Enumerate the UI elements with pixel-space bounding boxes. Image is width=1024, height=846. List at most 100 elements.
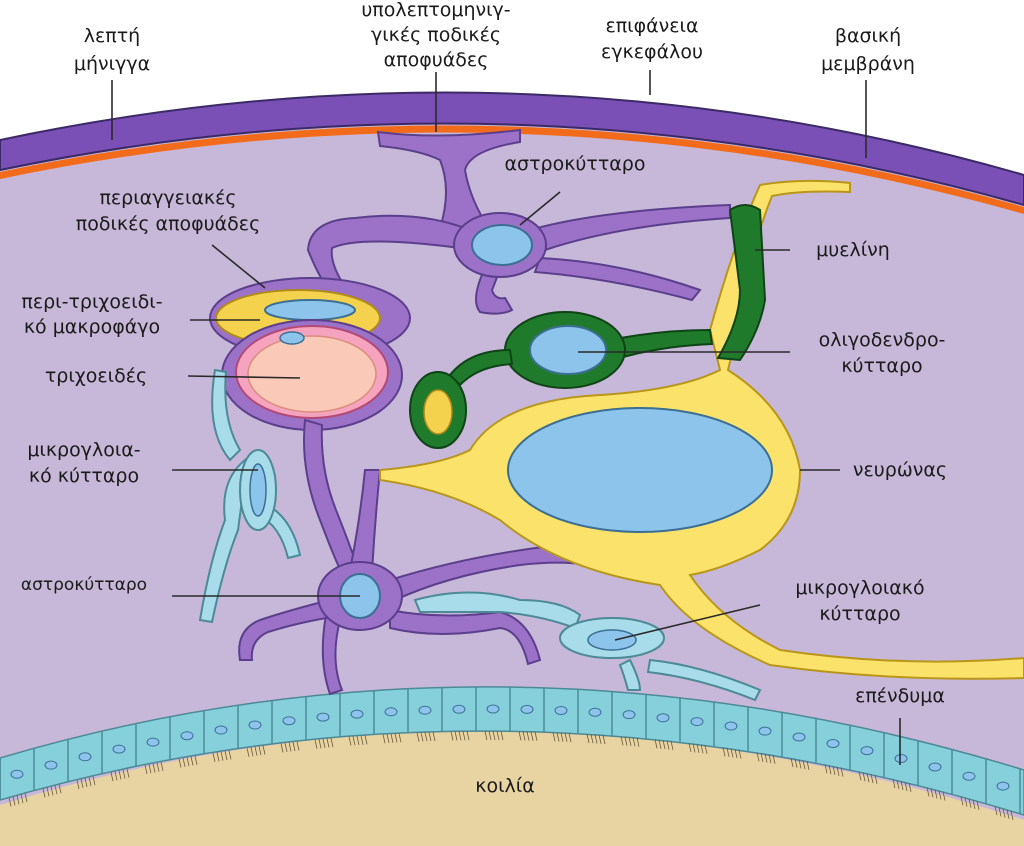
- ependyma-cilium: [688, 742, 692, 753]
- ependyma-cilium: [564, 732, 568, 742]
- ependyma-cilium: [492, 730, 496, 741]
- labels: λεπτή μήνιγγα υπολεπτομηνιγ- γικές ποδικ…: [21, 0, 947, 797]
- ependyma-cilium: [8, 797, 12, 807]
- ependyma-cilium: [122, 769, 126, 779]
- ependyma-cilium: [794, 758, 798, 768]
- ependyma-cilium: [254, 746, 258, 756]
- ependyma-cilium: [424, 732, 428, 742]
- ependyma-cell-nucleus: [588, 707, 602, 717]
- ependyma-cilium: [144, 764, 148, 775]
- ependyma-cell-nucleus: [316, 712, 330, 722]
- ependyma-cilium: [224, 750, 228, 761]
- ependyma-cilium: [80, 778, 84, 789]
- ependyma-cilium: [92, 776, 96, 786]
- ependyma-cilium: [926, 787, 930, 797]
- ependyma-cilium: [496, 731, 500, 741]
- ependyma-cilium: [126, 768, 130, 778]
- microglia-right: [413, 591, 762, 702]
- ependyma-cell-nucleus: [418, 705, 432, 715]
- ependyma-cilium: [280, 743, 284, 753]
- ependyma-cilium: [602, 734, 606, 745]
- ependyma-cilium: [560, 732, 564, 742]
- ependyma-cilium: [250, 747, 254, 757]
- ependyma-cilium: [734, 748, 738, 759]
- ependyma-cilium: [262, 745, 266, 755]
- label-ependyma: επένδυμα: [855, 685, 945, 707]
- ependyma-cilium: [670, 740, 674, 751]
- ependyma-cilium: [156, 762, 160, 772]
- ependyma-cilium: [658, 739, 662, 749]
- ventricle-region: [0, 731, 1024, 846]
- label-microglia-right-1: μικρογλοιακό: [795, 577, 924, 599]
- ependyma-cilium: [654, 739, 658, 749]
- ependyma-cilium: [1010, 810, 1014, 821]
- ependyma-cilium: [768, 754, 772, 764]
- ependyma-cilium: [450, 731, 454, 741]
- ependyma-cilium: [994, 806, 998, 816]
- ependyma-cilium: [798, 759, 802, 769]
- ependyma-cilium: [790, 757, 794, 768]
- ependyma-cilium: [628, 736, 632, 747]
- ependyma-cilium: [46, 787, 50, 797]
- ependyma-cilium: [88, 777, 92, 787]
- ependyma-cilium: [432, 731, 436, 741]
- ependyma-cilium: [326, 738, 330, 748]
- ependyma-cilium: [296, 741, 300, 751]
- ependyma-cilium: [874, 774, 878, 784]
- ependyma-cilium: [824, 764, 828, 774]
- ependyma-cilium: [228, 750, 232, 760]
- ependyma-cilium: [152, 763, 156, 773]
- ependyma-cilium: [212, 752, 216, 762]
- ependyma-cell-nucleus: [214, 725, 228, 735]
- ependyma-cilium: [42, 788, 46, 798]
- ependyma-cilium: [896, 779, 900, 790]
- label-oligodendrocyte-1: ολιγοδενδρο-: [819, 329, 946, 351]
- pia-mater-band: [0, 91, 1024, 207]
- ependyma-cilium: [84, 777, 88, 788]
- label-ventricle: κοιλία: [475, 775, 534, 797]
- ependyma-cilium: [182, 757, 186, 768]
- ependyma-cilium: [416, 732, 420, 742]
- label-perivascular-2: ποδικές αποφυάδες: [76, 213, 260, 235]
- ependyma-cell-nucleus: [282, 716, 296, 726]
- ependyma-cilium: [318, 739, 322, 749]
- ependyma-cilium: [50, 786, 54, 796]
- label-brain-surface-2: εγκεφάλου: [601, 41, 703, 63]
- ependyma-cell-nucleus: [724, 721, 738, 731]
- ependyma-cilium: [518, 731, 522, 741]
- label-subpial-3: αποφυάδες: [384, 49, 489, 71]
- ependyma-cilium: [352, 736, 356, 746]
- ependyma-cilium: [726, 747, 730, 757]
- ependyma-cilium: [802, 760, 806, 770]
- ependyma-cilium: [194, 755, 198, 765]
- ependyma-cells: [0, 686, 1021, 821]
- ependyma-cilium: [382, 734, 386, 744]
- ependyma-cell-nucleus: [996, 781, 1010, 791]
- ependyma-cilium: [636, 737, 640, 747]
- ependyma-cilium: [866, 773, 870, 783]
- ependyma-cilium: [942, 791, 946, 801]
- ependyma-cilium: [390, 733, 394, 743]
- ependyma-cilium: [1006, 809, 1010, 819]
- ependyma-cilium: [386, 733, 390, 744]
- ependyma-cilium: [314, 739, 318, 749]
- oligodendrocyte-nucleus: [529, 325, 607, 375]
- label-astrocyte-top: αστροκύτταρο: [505, 153, 646, 175]
- ependyma-cell-nucleus: [384, 707, 398, 717]
- label-pia-mater-2: μήνιγγα: [74, 53, 150, 75]
- ependyma-cilium: [454, 731, 458, 741]
- ependyma-cilium: [110, 772, 114, 782]
- microglia-left-nucleus: [249, 463, 267, 517]
- ependyma-cilium: [998, 807, 1002, 817]
- ependyma-cilium: [466, 731, 470, 741]
- ependyma-cilium: [586, 733, 590, 744]
- label-oligodendrocyte-2: κύτταρο: [841, 355, 922, 377]
- ependyma-cilium: [624, 736, 628, 746]
- ependyma-cilium: [160, 761, 164, 772]
- ependyma-cilium: [398, 733, 402, 743]
- ependyma-cell-nucleus: [44, 760, 58, 770]
- ependyma-cell-nucleus: [520, 704, 534, 714]
- ependyma-cell-nucleus: [622, 710, 636, 720]
- ependyma-cilium: [420, 732, 424, 742]
